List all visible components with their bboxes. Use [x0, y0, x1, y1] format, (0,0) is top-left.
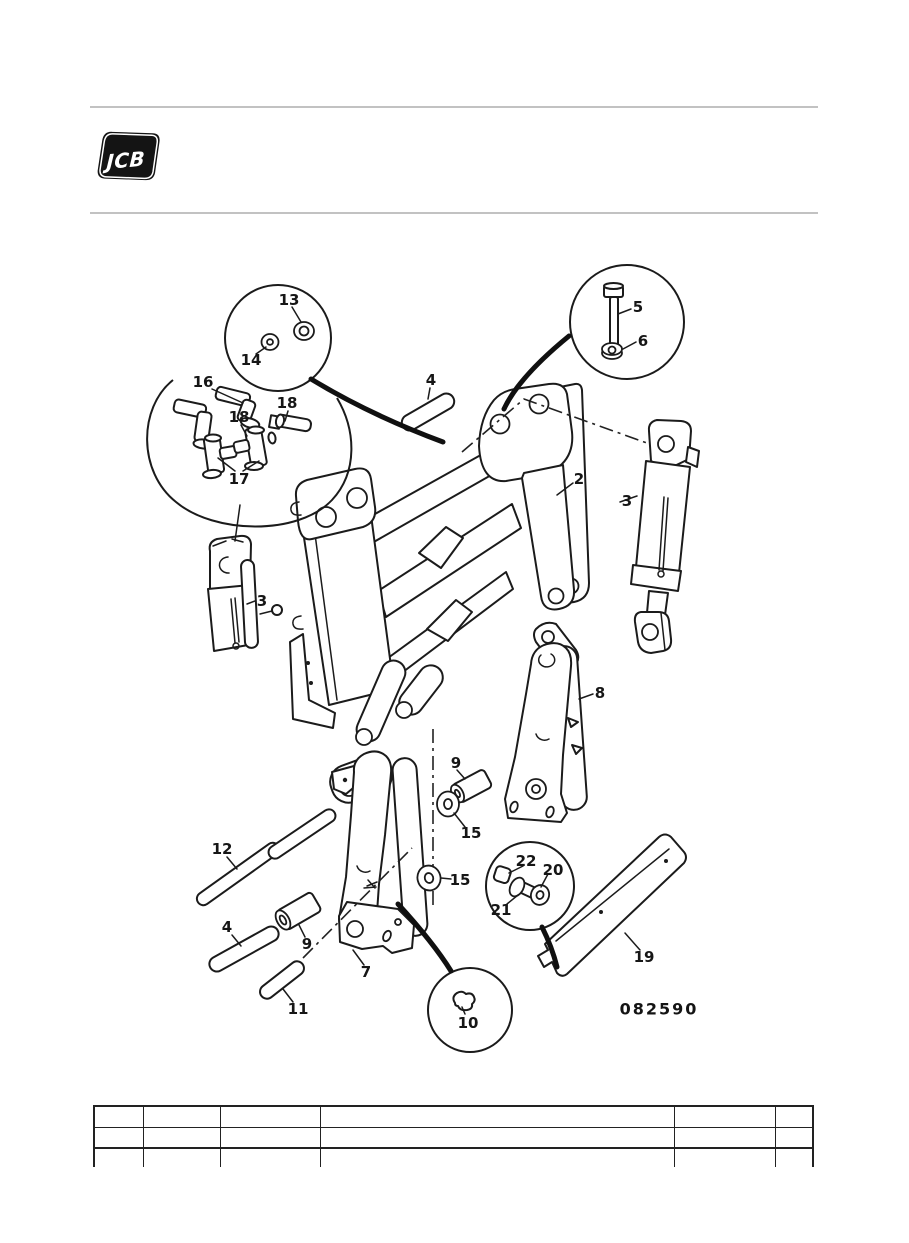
- table-cell: [93, 1105, 143, 1128]
- bracket-left: [329, 750, 429, 954]
- jcb-logo-shape: [97, 131, 160, 181]
- jcb-logo: JCB: [97, 131, 160, 181]
- table-cell: [774, 1105, 814, 1128]
- detail-circle-grease-nipple: [427, 967, 513, 1053]
- header-rule-top: [90, 106, 818, 108]
- parts-table: [93, 1105, 814, 1167]
- table-cell: [319, 1147, 674, 1167]
- hydraulic-cylinder-left: [207, 534, 283, 652]
- pivot-pins: [195, 392, 493, 1000]
- table-cell: [319, 1127, 674, 1148]
- table-cell: [219, 1127, 320, 1148]
- hydraulic-cylinder-right: [630, 419, 700, 654]
- table-cell: [673, 1105, 775, 1128]
- table-cell: [93, 1127, 143, 1148]
- table-row: [93, 1105, 814, 1128]
- table-cell: [219, 1105, 320, 1128]
- hose-fittings: [146, 379, 353, 542]
- table-cell: [142, 1105, 220, 1128]
- jcb-logo-text: JCB: [102, 147, 146, 175]
- detail-circle-bolt-nut: [569, 264, 685, 380]
- parts-table-body: [93, 1105, 814, 1167]
- table-row: [93, 1127, 814, 1148]
- channel-beam: [537, 833, 687, 977]
- table-cell: [774, 1127, 814, 1148]
- drawing-number: 082590: [619, 999, 699, 1019]
- detail-circle-bolt-assembly: [485, 841, 575, 931]
- table-cell: [142, 1147, 220, 1167]
- table-cell: [93, 1147, 143, 1167]
- balloon-leader-curves: [308, 333, 572, 974]
- table-cell: [319, 1105, 674, 1128]
- header-rule-bottom: [90, 212, 818, 214]
- table-cell: [673, 1127, 775, 1148]
- table-cell: [219, 1147, 320, 1167]
- center-lines: [302, 398, 659, 959]
- detail-circle-nut-washer: [224, 284, 332, 392]
- table-cell: [142, 1127, 220, 1148]
- bracket-right: [504, 642, 588, 823]
- table-cell: [774, 1147, 814, 1167]
- main-frame: [289, 382, 590, 746]
- leader-lines: [211, 306, 641, 1015]
- table-cell: [673, 1147, 775, 1167]
- table-row: [93, 1147, 814, 1167]
